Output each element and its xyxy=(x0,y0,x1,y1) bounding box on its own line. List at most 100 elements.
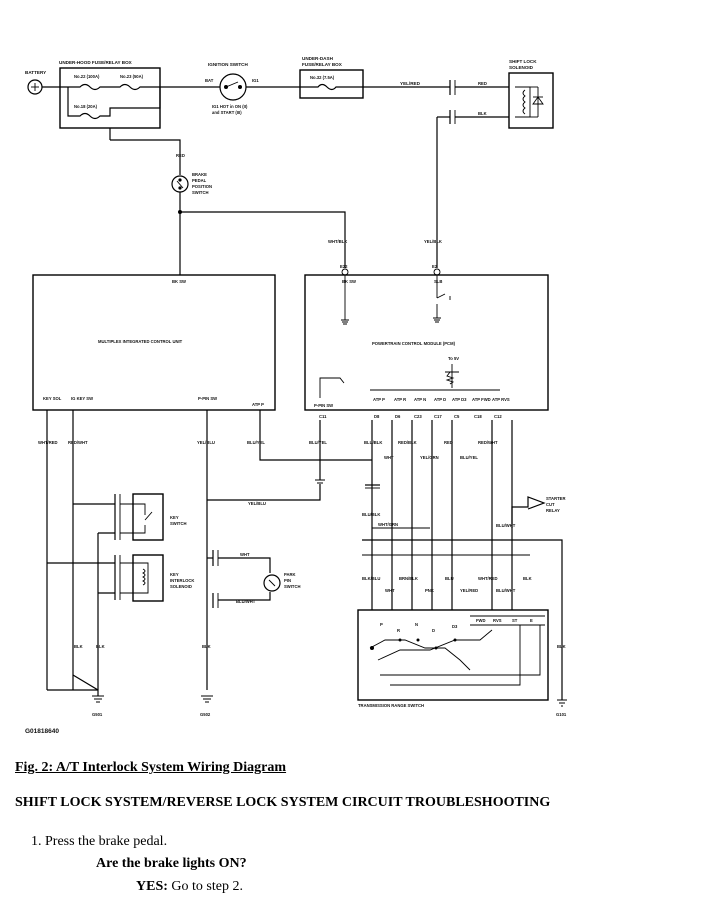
atp-r: ATP R xyxy=(394,397,406,402)
starter-label-3: RELAY xyxy=(546,508,560,513)
pin-d6: D6 xyxy=(395,414,401,419)
ignition-switch-label: IGNITION SWITCH xyxy=(208,62,248,67)
multiplex-control-unit: BK SW MULTIPLEX INTEGRATED CONTROL UNIT … xyxy=(32,274,276,411)
under-dash-label-2: FUSE/RELAY BOX xyxy=(302,62,343,67)
pin-c12: C12 xyxy=(494,414,502,419)
pcm-p-pin-sw: P-PIN SW xyxy=(314,403,333,408)
shift-lock-solenoid: SHIFT LOCK SOLENOID RED BLK xyxy=(449,59,554,129)
pin-c23: C23 xyxy=(414,414,422,419)
atp-p: ATP P xyxy=(373,397,385,402)
wire-wht-3: WHT xyxy=(240,552,250,557)
under-hood-box-label: UNDER-HOOD FUSE/RELAY BOX xyxy=(59,60,133,65)
step-1: 1. Press the brake pedal. xyxy=(31,834,168,849)
atp-fwd: ATP FWD xyxy=(472,397,491,402)
wire-brn-blk: BRN/BLK xyxy=(399,576,418,581)
wire-blk-g501b: BLK xyxy=(96,644,105,649)
g101-label: G101 xyxy=(556,712,567,717)
wire-yel-blu: YEL/BLU xyxy=(197,440,215,445)
ign-note-2: and START (III) xyxy=(212,110,242,115)
key-interlock-label-2: INTERLOCK xyxy=(170,578,194,583)
answer: YES: Go to step 2. xyxy=(136,879,243,895)
wire-red-brake: RED xyxy=(176,153,185,158)
brake-switch-label-1: BRAKE xyxy=(192,172,207,177)
park-pin-switch: WHT PARK PIN SWITCH BLU/WHT xyxy=(207,550,301,608)
key-switch-label-1: KEY xyxy=(170,515,179,520)
wire-blk-g101: BLK xyxy=(557,644,566,649)
wire-blu-yel-3: BLU/YEL xyxy=(460,455,478,460)
pcm-slb: SLB xyxy=(434,279,442,284)
pin-c18: C18 xyxy=(474,414,482,419)
wire-red: RED xyxy=(478,81,487,86)
key-interlock-label-1: KEY xyxy=(170,572,179,577)
wire-blk-2: BLK xyxy=(523,576,532,581)
section-title: SHIFT LOCK SYSTEM/REVERSE LOCK SYSTEM CI… xyxy=(15,795,551,810)
pin-c17: C17 xyxy=(434,414,442,419)
wire-red: RED xyxy=(444,440,453,445)
brake-switch-label-3: POSITION xyxy=(192,184,212,189)
wire-wht-blk: WHT/BLK xyxy=(328,239,347,244)
ig1-label: IG1 xyxy=(252,78,259,83)
key-switch-label-2: SWITCH xyxy=(170,521,187,526)
pcm-bk-sw: BK SW xyxy=(342,279,356,284)
pcm-label: POWERTRAIN CONTROL MODULE (PCM) xyxy=(372,341,456,346)
wire-blu: BLU xyxy=(445,576,454,581)
under-hood-fuse-box: UNDER-HOOD FUSE/RELAY BOX No.22 (100A) N… xyxy=(59,60,161,129)
park-pin-label-1: PARK xyxy=(284,572,296,577)
answer-text: Go to step 2. xyxy=(167,879,243,894)
atp-rvs: ATP RVS xyxy=(492,397,510,402)
trs-n: N xyxy=(415,622,418,627)
micu-p-pin-sw: P-PIN SW xyxy=(198,396,217,401)
micu-bk-sw: BK SW xyxy=(172,279,186,284)
g501-label: G501 xyxy=(92,712,103,717)
battery: BATTERY xyxy=(25,70,60,95)
wire-red-blk: RED/BLK xyxy=(398,440,417,445)
park-pin-label-3: SWITCH xyxy=(284,584,301,589)
key-interlock-solenoid: KEY INTERLOCK SOLENOID xyxy=(47,554,194,602)
starter-label-1: STARTER xyxy=(546,496,565,501)
powertrain-control-module: BK SW SLB POWERTRAIN CONTROL MODULE (PCM… xyxy=(304,274,549,411)
trs-st: ST xyxy=(512,618,518,623)
micu-atp-p: ATP P xyxy=(252,402,264,407)
answer-yes-label: YES: xyxy=(136,879,168,894)
wire-wht-grn: WHT/GRN xyxy=(378,522,398,527)
bat-label: BAT xyxy=(205,78,214,83)
pin-c5: C5 xyxy=(454,414,460,419)
wire-blu-wht-2: BLU/WHT xyxy=(496,588,516,593)
key-switch: KEY SWITCH xyxy=(73,493,187,541)
wire-blk-blu: BLK/BLU xyxy=(362,576,380,581)
brake-switch-label-4: SWITCH xyxy=(192,190,209,195)
shift-lock-label-2: SOLENOID xyxy=(509,65,534,70)
key-interlock-label-3: SOLENOID xyxy=(170,584,192,589)
fuse-18-label: No.18 (20A) xyxy=(74,104,98,109)
wire-yel-blk: YEL/BLK xyxy=(424,239,442,244)
micu-label: MULTIPLEX INTEGRATED CONTROL UNIT xyxy=(98,339,183,344)
wire-wht-2: WHT xyxy=(385,588,395,593)
trs-fwd: FWD xyxy=(476,618,486,623)
atp-d: ATP D xyxy=(434,397,446,402)
e22-label: E22 xyxy=(340,264,348,269)
wiring-diagram: BATTERY UNDER-HOOD FUSE/RELAY BOX No.22 … xyxy=(25,56,567,735)
wire-red-wht: RED/WHT xyxy=(68,440,88,445)
wire-wht-red: WHT/RED xyxy=(38,440,58,445)
trs-d: D xyxy=(432,628,435,633)
starter-cut-relay: STARTER CUT RELAY BLU/WHT xyxy=(496,496,565,528)
under-dash-fuse-box: UNDER-DASH FUSE/RELAY BOX No.32 (7.5A) xyxy=(299,56,364,99)
figure-caption: Fig. 2: A/T Interlock System Wiring Diag… xyxy=(15,760,287,775)
wire-blu-blk: BLU/BLK xyxy=(364,440,382,445)
wire-pnk: PNK xyxy=(425,588,434,593)
g502-label: G502 xyxy=(200,712,211,717)
brake-switch-label-2: PEDAL xyxy=(192,178,207,183)
trs-r: R xyxy=(397,628,400,633)
ign-note-1: IG1 HOT in ON (II) xyxy=(212,104,248,109)
wire-blk-g502: BLK xyxy=(202,644,211,649)
wire-yel-grn: YEL/GRN xyxy=(420,455,439,460)
starter-label-2: CUT xyxy=(546,502,555,507)
atp-n: ATP N xyxy=(414,397,426,402)
pin-d8: D8 xyxy=(374,414,380,419)
wire-wht: WHT xyxy=(384,455,394,460)
brake-pedal-position-switch: BRAKE PEDAL POSITION SWITCH xyxy=(171,172,212,195)
wire-blu-yel: BLU/YEL xyxy=(247,440,265,445)
atp-d3: ATP D3 xyxy=(452,397,467,402)
trs-rvs: RVS xyxy=(493,618,502,623)
wire-red-wht-2: RED/WHT xyxy=(478,440,498,445)
